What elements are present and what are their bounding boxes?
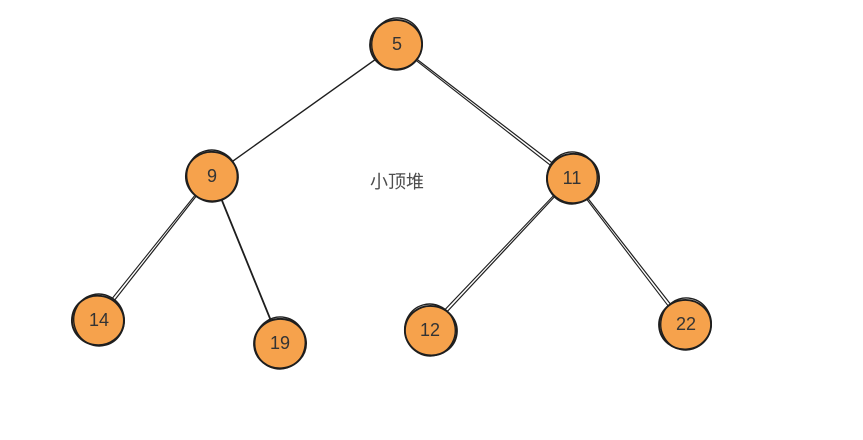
tree-node-12[interactable]: 12 <box>399 298 462 362</box>
node-circle-sketch-stroke <box>186 149 238 203</box>
node-circle-sketch-stroke <box>371 17 423 71</box>
tree-node-9[interactable]: 9 <box>181 144 244 208</box>
tree-edge-n11-n22[interactable] <box>570 177 687 327</box>
diagram-title[interactable]: 小顶堆 <box>370 172 424 192</box>
node-circle-sketch-stroke <box>254 316 306 370</box>
node-circle-sketch-stroke <box>660 297 712 351</box>
tree-edge-n9-n14[interactable] <box>95 174 213 321</box>
tree-edge-n5-n11[interactable] <box>395 43 573 182</box>
tree-edge-n11-n12[interactable] <box>427 176 573 331</box>
node-circle-sketch-stroke <box>404 303 456 357</box>
tree-node-19[interactable]: 19 <box>250 312 310 373</box>
node-value: 14 <box>89 310 109 330</box>
tree-edge-n9-n19[interactable] <box>211 175 281 344</box>
tree-node-5[interactable]: 5 <box>367 13 427 74</box>
node-value: 5 <box>392 34 402 54</box>
tree-edge-n5-n9[interactable] <box>211 43 398 177</box>
node-value: 22 <box>676 314 696 334</box>
tree-node-14[interactable]: 14 <box>68 288 131 352</box>
node-value: 11 <box>563 168 582 188</box>
node-circle-sketch-stroke <box>546 151 598 205</box>
node-circle-sketch-stroke <box>73 293 125 347</box>
tree-node-11[interactable]: 11 <box>542 147 602 208</box>
node-value: 12 <box>420 320 440 340</box>
node-value: 9 <box>207 166 217 186</box>
tree-node-22[interactable]: 22 <box>656 293 716 354</box>
node-value: 19 <box>270 333 290 353</box>
